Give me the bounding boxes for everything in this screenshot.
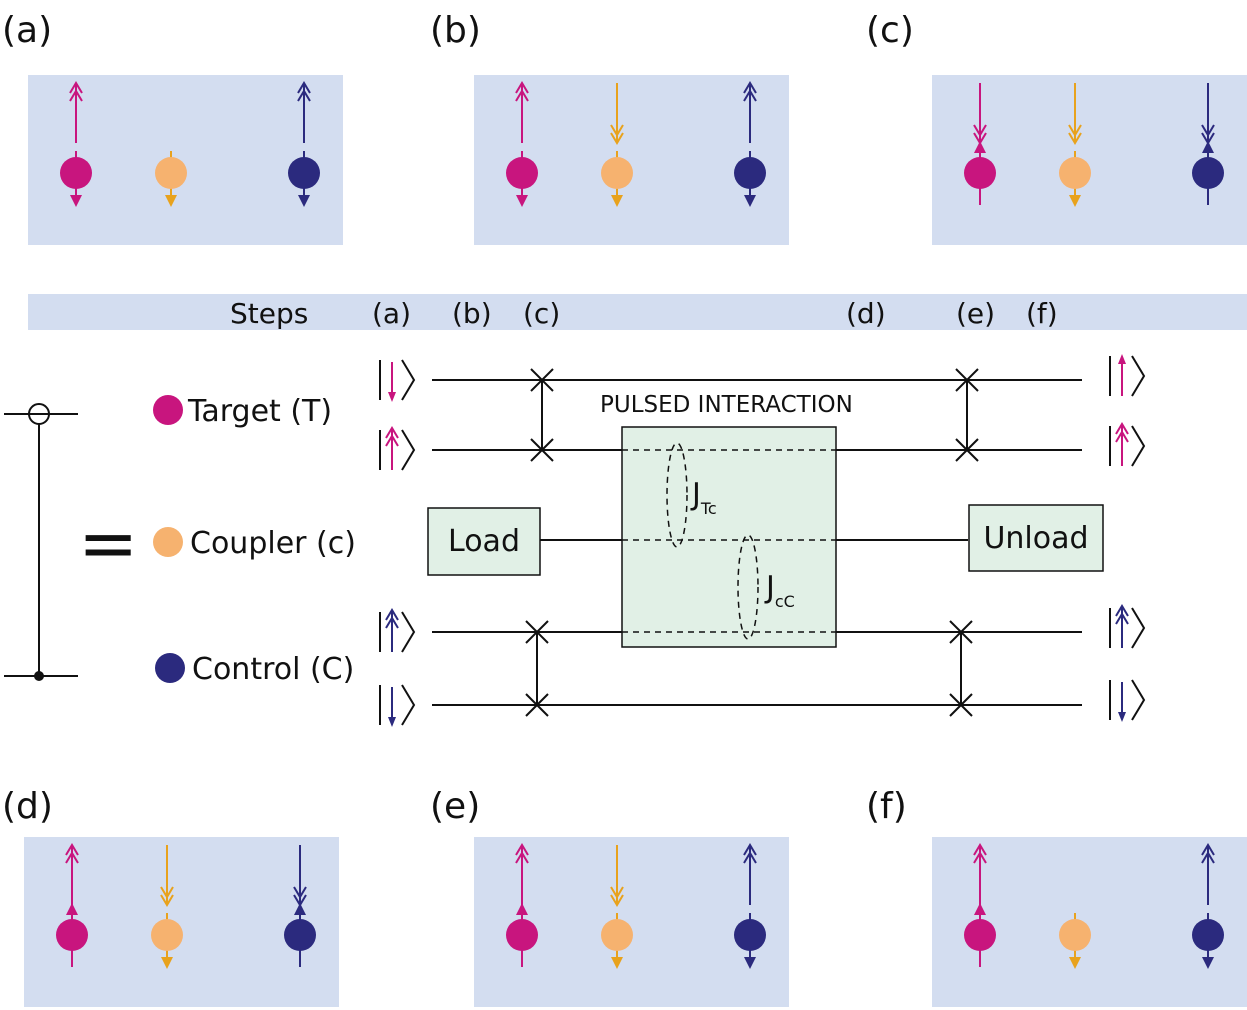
spin-panels [24,75,1247,1007]
field-arrow-icon [743,843,757,905]
spin-down-icon [506,151,538,207]
ket-double-up-icon [1109,422,1146,467]
spin-down-icon [1059,913,1091,969]
equals-sign: = [78,501,138,585]
pulsed-interaction-box [621,426,837,648]
load-label: Load [448,524,520,559]
spin-panel [932,837,1247,1007]
spin-up-icon [1192,141,1224,205]
panel-label-a: (a) [2,10,52,51]
spin-down-icon [288,151,320,207]
legend-target-label: Target (T) [187,394,332,429]
field-arrow-icon [65,843,79,905]
coupling-j-tc: JTc [690,477,717,518]
ket-single-down-icon [1109,679,1146,722]
field-arrow-icon [973,843,987,905]
step-label-f: (f) [1026,297,1058,330]
cnot-control-dot-icon [34,671,44,681]
ket-double-up-icon [379,608,416,653]
swap-gates [525,368,979,717]
field-arrow-icon [743,81,757,143]
panel-label-f: (f) [866,786,907,827]
legend-target-dot-icon [153,395,183,425]
coupling-ellipse-tc [666,442,688,548]
field-arrow-icon [160,845,174,907]
circuit-wires [432,379,1082,706]
swap-gate-icon [525,620,549,717]
spin-down-icon [601,151,633,207]
legend-coupler-label: Coupler (c) [190,526,356,561]
spin-up-icon [56,903,88,967]
swap-gate-icon [530,368,554,462]
unload-box [968,504,1104,572]
spin-panel [474,837,789,1007]
legend-control-label: Control (C) [192,652,354,687]
panel-label-e: (e) [430,786,480,827]
spin-down-icon [60,151,92,207]
spin-panel [474,75,789,245]
ket-single-up-icon [1109,354,1146,397]
field-arrow-icon [1201,843,1215,905]
steps-bar [28,294,1247,330]
spin-up-icon [284,903,316,967]
spin-down-icon [1059,151,1091,207]
spin-down-icon [1192,913,1224,969]
step-label-c: (c) [523,297,560,330]
swap-gate-icon [955,368,979,462]
spin-down-icon [155,151,187,207]
field-arrow-icon [515,843,529,905]
spin-panel [932,75,1247,245]
field-arrow-icon [610,83,624,145]
spin-down-icon [734,913,766,969]
step-label-b: (b) [452,297,492,330]
spin-up-icon [506,903,538,967]
field-arrow-icon [297,81,311,143]
legend: Target (T) Coupler (c) Control (C) [153,394,356,687]
ket-single-down-icon [379,684,416,727]
panel-label-c: (c) [866,10,914,51]
field-arrow-icon [610,845,624,907]
cnot-symbol [4,403,78,681]
step-label-a: (a) [372,297,411,330]
panel-label-b: (b) [430,10,481,51]
step-label-d: (d) [846,297,886,330]
coupling-j-cc: JcC [764,570,795,611]
spin-down-icon [734,151,766,207]
legend-control-dot-icon [155,653,185,683]
ket-states [379,354,1146,727]
step-label-e: (e) [956,297,995,330]
field-arrow-icon [1068,83,1082,145]
pulsed-interaction-internals [622,442,836,640]
spin-up-icon [964,141,996,205]
spin-down-icon [601,913,633,969]
load-box [427,507,541,576]
unload-label: Unload [983,521,1088,556]
legend-coupler-dot-icon [153,527,183,557]
ket-double-up-icon [379,426,416,471]
coupling-ellipse-cc [737,534,759,640]
field-arrow-icon [515,81,529,143]
field-arrow-icon [69,81,83,143]
steps-title: Steps [230,297,308,330]
spin-up-icon [964,903,996,967]
pulsed-interaction-title: PULSED INTERACTION [600,392,853,418]
ket-single-down-icon [379,359,416,402]
ket-double-up-icon [1109,604,1146,649]
swap-gate-icon [949,620,973,717]
panel-label-d: (d) [2,786,53,827]
spin-panel [24,837,339,1007]
spin-down-icon [151,913,183,969]
spin-panel [28,75,343,245]
